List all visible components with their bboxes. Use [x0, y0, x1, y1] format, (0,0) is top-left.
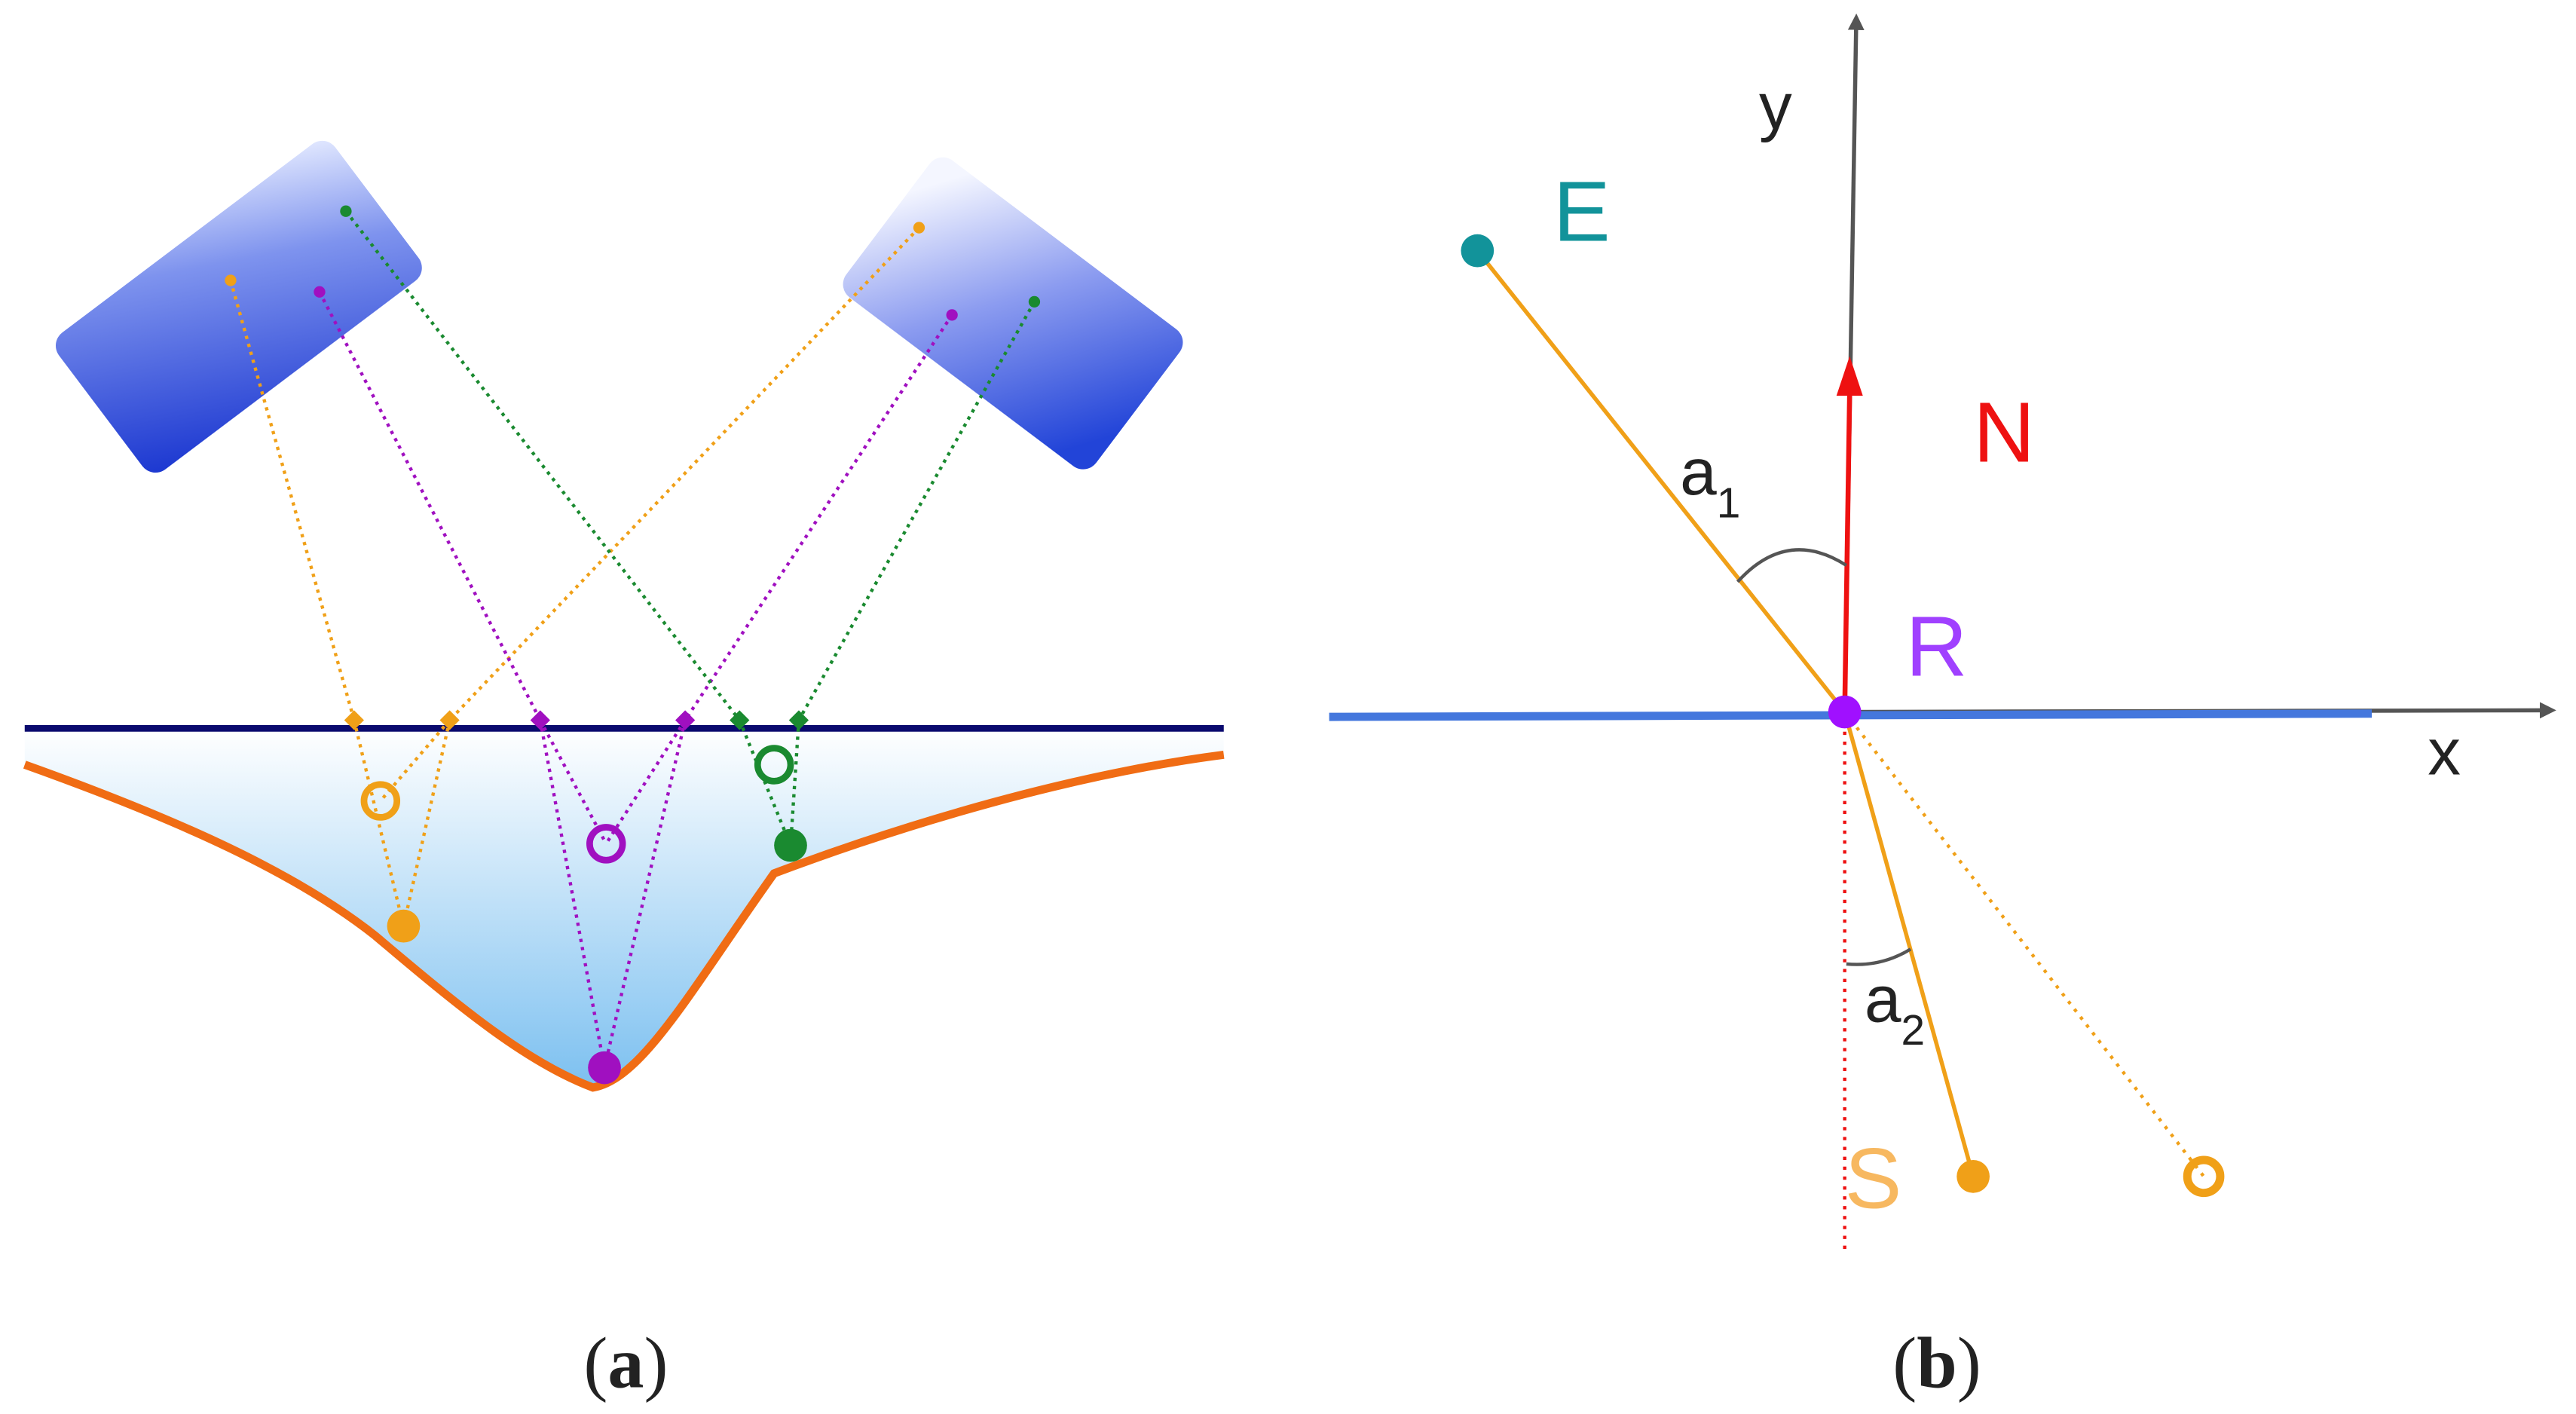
label-angle-2: a2: [1865, 962, 1925, 1054]
panel-b: y x E N R S a1 a2: [1329, 13, 2556, 1253]
point-S-apparent: [2183, 1155, 2225, 1198]
refraction-point-green-1: [730, 710, 750, 730]
apparent-point-orange: [360, 781, 401, 821]
water-body: [24, 728, 1224, 1088]
incident-ray: [1476, 249, 1846, 714]
normal-vector: [1842, 392, 1852, 712]
unrefracted-ray: [1843, 711, 2205, 1178]
true-point-orange: [387, 909, 421, 943]
caption-b: (b): [1892, 1323, 1981, 1403]
purple-rays: [318, 291, 953, 1069]
sensor-dot-green-right: [1028, 295, 1041, 308]
point-S: [1956, 1159, 1990, 1193]
panel-a: [23, 140, 1225, 1092]
apparent-point-green: [754, 745, 794, 785]
label-angle-1: a1: [1680, 435, 1740, 528]
label-x: x: [2428, 715, 2461, 789]
label-S: S: [1845, 1131, 1902, 1226]
point-E: [1461, 234, 1495, 268]
refraction-point-orange-2: [439, 710, 460, 730]
true-point-green: [774, 828, 807, 862]
label-R: R: [1906, 598, 1968, 694]
bottom-profile: [23, 750, 1225, 1092]
point-R: [1828, 695, 1862, 729]
refracted-ray: [1843, 711, 1975, 1177]
normal-vector-head: [1836, 356, 1863, 396]
apparent-point-purple: [586, 824, 626, 864]
sensor-dot-orange-right: [913, 222, 925, 234]
refraction-point-green-2: [788, 710, 809, 730]
true-point-purple: [588, 1051, 621, 1085]
caption-a: (a): [583, 1323, 668, 1403]
refraction-point-purple-2: [675, 710, 696, 730]
green-rays: [344, 210, 1036, 846]
label-E: E: [1553, 164, 1611, 260]
sensor-dot-green-left: [340, 205, 352, 217]
label-N: N: [1973, 384, 2035, 480]
right-camera: [843, 157, 1183, 470]
angle-arc-1: [1736, 548, 1848, 583]
angle-arc-2: [1846, 947, 1912, 966]
label-y: y: [1759, 69, 1792, 143]
orange-rays: [228, 226, 921, 927]
refraction-point-purple-1: [530, 710, 550, 730]
refraction-point-orange-1: [344, 710, 364, 730]
